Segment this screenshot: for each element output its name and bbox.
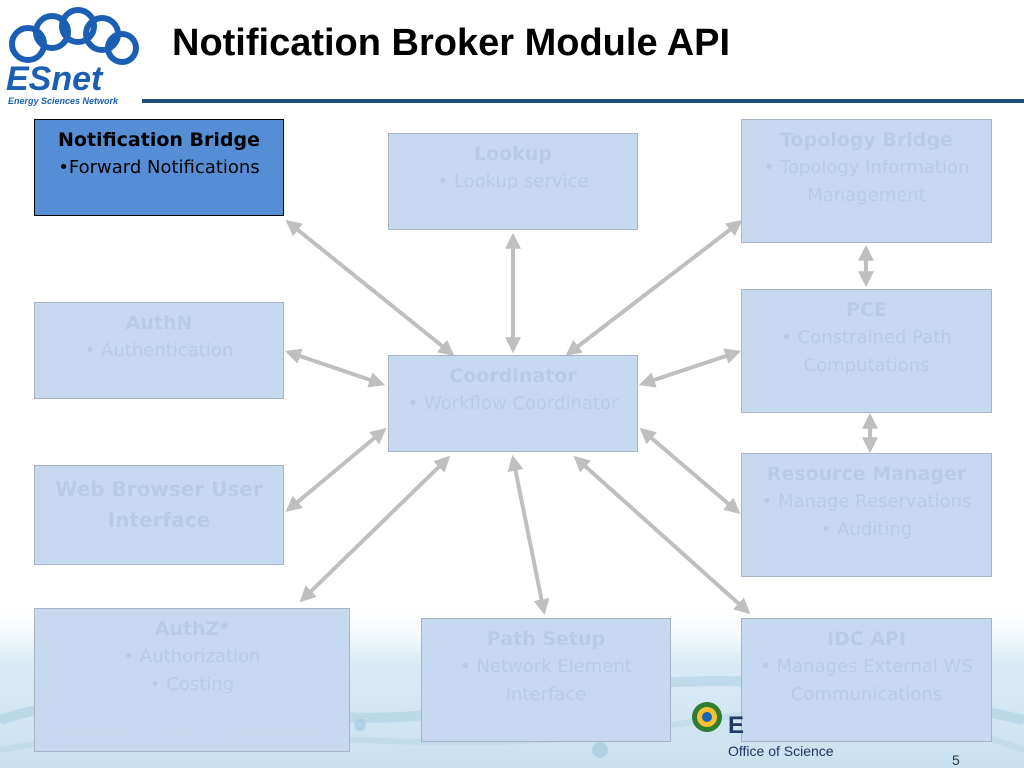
idc-api-box: IDC API • Manages External WS Communicat… [741,618,992,742]
path-setup-line-2: Interface [505,684,587,705]
web-browser-box: Web Browser User Interface [34,465,284,565]
arrow-notification-coordinator [285,219,455,357]
pce-title: PCE [846,299,887,321]
esnet-logo: ESnet Energy Sciences Network [6,7,139,106]
arrow-pathsetup-coordinator [507,454,550,616]
resource-manager-box: Resource Manager • Manage Reservations •… [741,453,992,577]
topology-bridge-box: Topology Bridge • Topology Information M… [741,119,992,243]
doe-seal-icon [692,702,722,732]
coordinator-title: Coordinator [449,365,577,387]
arrow-topology-coordinator [565,220,743,356]
arrow-authn-coordinator [284,348,386,388]
path-setup-line-1: • Network Element [460,656,632,677]
resource-manager-line-2: • Auditing [820,519,913,540]
footnote: *Distinct Data and Control Plane Functio… [46,728,324,743]
web-browser-line-1: Interface [107,508,211,532]
resource-manager-line-1: • Manage Reservations [761,491,972,512]
topology-bridge-line-2: Management [807,185,926,206]
authz-line-1: • Authorization [123,646,261,667]
title-rule [142,99,1024,103]
lookup-title: Lookup [474,143,552,165]
doe-wordmark: E [728,712,745,739]
path-setup-box: Path Setup • Network Element Interface [421,618,671,742]
authn-line-1: • Authentication [84,340,234,361]
notification-bridge-line-1: •Forward Notifications [58,157,260,178]
idc-api-line-2: Communications [790,684,943,705]
notification-bridge-box: Notification Bridge •Forward Notificatio… [34,119,284,216]
idc-api-title: IDC API [826,628,907,650]
coordinator-line-1: • Workflow Coordinator [407,393,619,414]
arrow-resource-coordinator [639,427,741,515]
authz-box: AuthZ* • Authorization • Costing [34,608,350,752]
topology-bridge-line-1: • Topology Information [763,157,970,178]
pce-box: PCE • Constrained Path Computations [741,289,992,413]
topology-bridge-title: Topology Bridge [780,129,953,151]
lookup-box: Lookup • Lookup service [388,133,638,230]
coordinator-box: Coordinator • Workflow Coordinator [388,355,638,452]
arrow-authz-coordinator [299,455,451,603]
web-browser-title: Web Browser User [55,477,263,501]
office-of-science: Office of Science [728,743,834,759]
notification-bridge-title: Notification Bridge [58,129,260,151]
authz-title: AuthZ* [154,618,230,640]
page-number: 5 [952,752,960,768]
slide-title: Notification Broker Module API [172,22,731,64]
pce-line-2: Computations [803,355,930,376]
arrow-idc-coordinator [573,455,751,615]
arrow-web-coordinator [285,427,387,513]
idc-api-line-1: • Manages External WS [760,656,973,677]
logo-wordmark: ESnet [6,60,104,98]
arrow-pce-coordinator [638,348,742,388]
path-setup-title: Path Setup [486,628,606,650]
authn-title: AuthN [125,312,193,334]
lookup-line-1: • Lookup service [437,171,589,192]
authn-box: AuthN • Authentication [34,302,284,399]
pce-line-1: • Constrained Path [781,327,952,348]
authz-line-2: • Costing [149,674,235,695]
resource-manager-title: Resource Manager [766,463,967,485]
logo-subtitle: Energy Sciences Network [8,96,119,106]
